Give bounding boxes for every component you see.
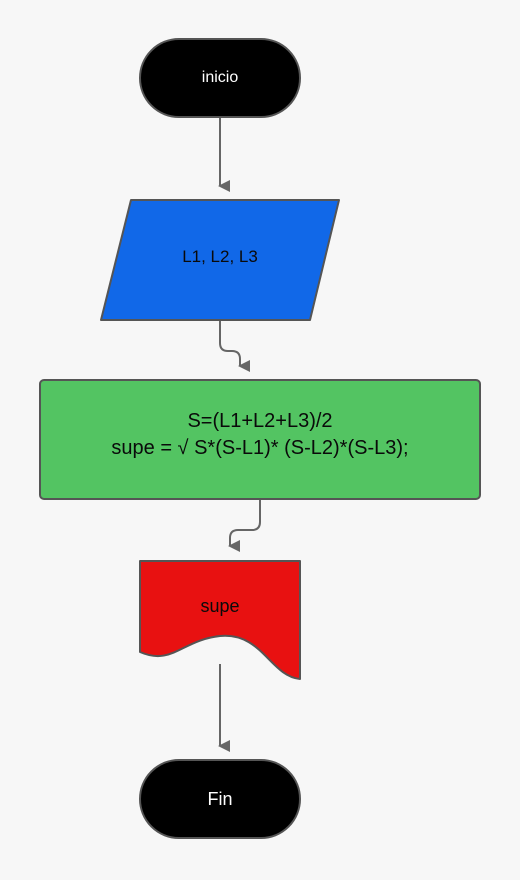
output-document-shape [139, 560, 301, 680]
output-label: supe [200, 595, 240, 616]
start-terminal-shape [139, 38, 301, 118]
process-line-2: supe = √ S*(S-L1)* (S-L2)*(S-L3); [111, 437, 409, 459]
end-terminal-shape [139, 759, 301, 839]
end-label: Fin [207, 788, 233, 809]
start-label: inicio [201, 69, 239, 87]
process-label: S=(L1+L2+L3)/2 supe = √ S*(S-L1)* (S-L2)… [40, 380, 480, 490]
process-line-1: S=(L1+L2+L3)/2 [187, 410, 333, 432]
connector-process-to-output [228, 499, 261, 552]
input-label: L1, L2, L3 [182, 246, 258, 266]
process-box-shape [39, 379, 481, 500]
connector-input-to-process [219, 320, 250, 372]
input-parallelogram-shape [100, 199, 340, 321]
